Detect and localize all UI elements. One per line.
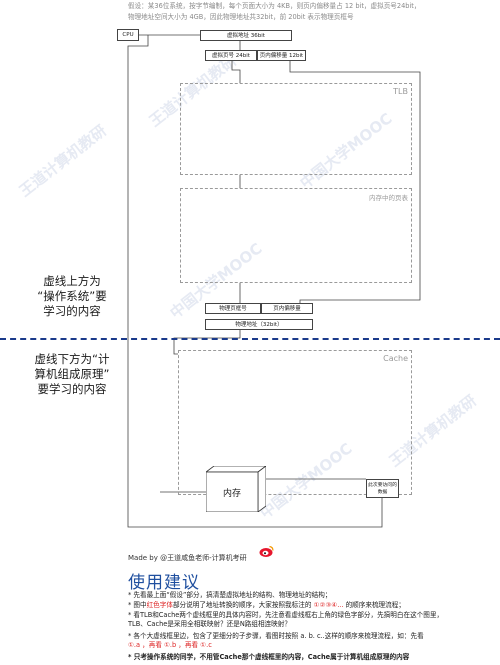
tlb-label: TLB — [393, 87, 408, 96]
tip4-start: * 各个大虚线框里边，包含了更细分的子步骤，看图时按照 a. b. c..这样的… — [128, 632, 424, 640]
page-offset-bottom-box: 页内偏移量 — [261, 303, 313, 314]
tip4-order: ①.a ，再看 ①.b ，再看 ①.c — [128, 641, 212, 650]
physical-frame-box: 物理页框号 — [205, 303, 261, 314]
physical-address-box: 物理地址（32bit） — [205, 319, 313, 330]
cpu-box: CPU — [117, 29, 139, 41]
usage-tip-1: * 先看最上面“假设”部分，搞清楚虚拟地址的结构、物理地址的结构； — [128, 591, 332, 599]
annotation-below: 虚线下方为“计 算机组成原理” 要学习的内容 — [34, 352, 110, 396]
tip2-red-text: 红色字体 — [146, 601, 173, 609]
tip2-start: * 图中 — [128, 601, 147, 609]
cache-region: Cache — [178, 350, 412, 495]
tip2-middle: 部分说明了地址转换的顺序，大家按照我标注的 — [172, 601, 314, 609]
usage-tip-2: * 图中红色字体部分说明了地址转换的顺序，大家按照我标注的 ①②③④... 的顺… — [128, 601, 458, 610]
tlb-region: TLB — [180, 83, 412, 175]
memory-box-outline — [206, 466, 266, 512]
assumption-line-1: 假设：某36位系统，按字节编制，每个页面大小为 4KB，则页内偏移量占 12 b… — [128, 2, 421, 10]
virtual-page-number-box: 虚拟页号 24bit — [205, 50, 257, 61]
virtual-address-box: 虚拟地址 36bit — [200, 30, 292, 41]
assumption-line-2: 物理地址空间大小为 4GB，因此物理地址共32bit，前 20bit 表示物理页… — [128, 13, 354, 21]
usage-tip-5: * 只考操作系统的同学，不用管Cache那个虚线框里的内容，Cache属于计算机… — [128, 653, 410, 661]
annotation-above: 虚线上方为 “操作系统”要 学习的内容 — [37, 274, 107, 318]
divider-line — [0, 338, 500, 340]
usage-tip-3: * 看TLB和Cache两个虚线框里的具体内容时，先注意看虚线框右上角的绿色字部… — [128, 611, 444, 629]
page-offset-top-box: 页内偏移量 12bit — [257, 50, 306, 61]
usage-tip-4: * 各个大虚线框里边，包含了更细分的子步骤，看图时按照 a. b. c..这样的… — [128, 632, 458, 650]
tip2-end: 的顺序来梳理流程； — [343, 601, 405, 609]
data-return-box: 此次要访问的数据 — [366, 479, 399, 498]
cache-label: Cache — [383, 354, 408, 363]
memory-label: 内存 — [222, 489, 241, 499]
usage-title: 使用建议 — [128, 573, 200, 593]
page-table-label: 内存中的页表 — [369, 194, 408, 202]
page-table-region: 内存中的页表 — [180, 188, 412, 283]
memory-box: 内存 — [206, 466, 266, 512]
tip2-order: ①②③④... — [313, 601, 344, 609]
weibo-logo-icon — [259, 545, 274, 557]
made-by-credit: Made by @王道咸鱼老师-计算机考研 — [128, 554, 247, 562]
